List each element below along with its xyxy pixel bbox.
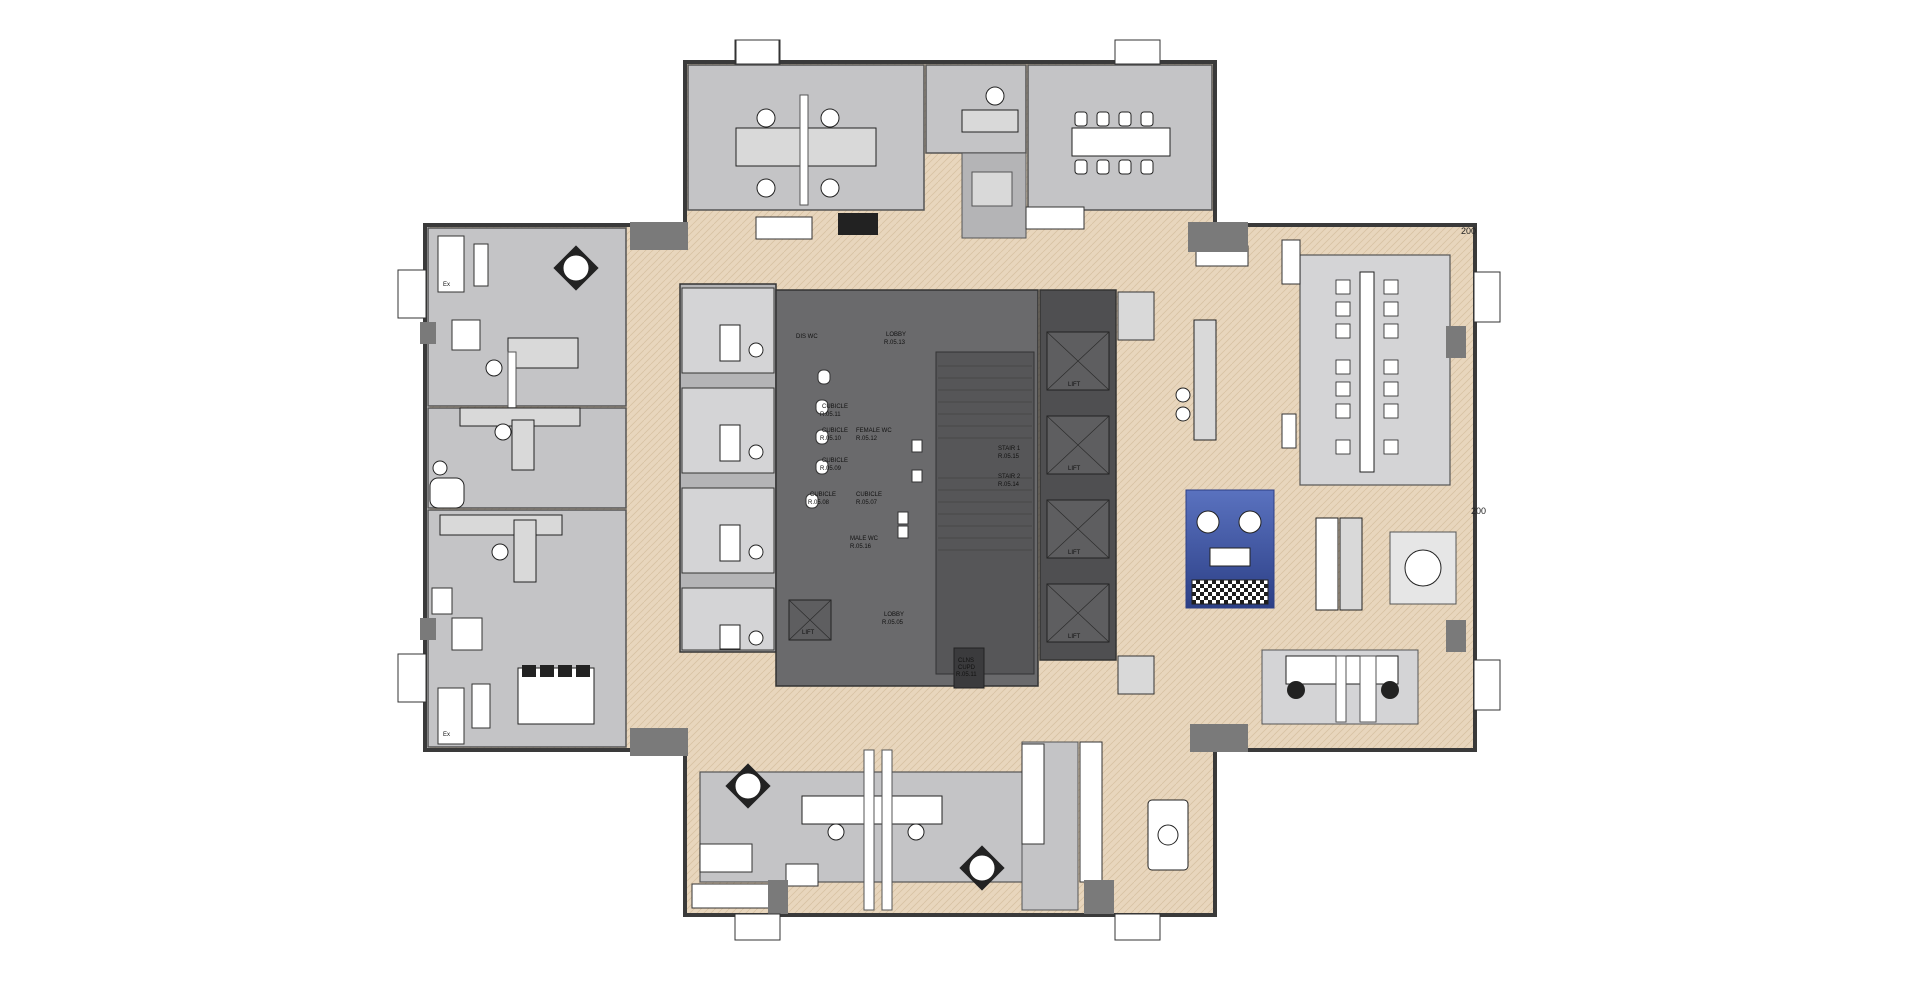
south-doors: [734, 913, 1161, 941]
label-male-wc-ref: R.05.16: [850, 544, 872, 550]
label-cubicle-2: CUBICLE: [822, 428, 848, 434]
label-stair-2: STAIR 2: [998, 474, 1021, 480]
label-cubicle-5-ref: R.05.07: [856, 500, 878, 506]
dim-top: 200: [1461, 226, 1476, 236]
east-booth: [1315, 517, 1457, 611]
north-meeting-room: [1025, 64, 1213, 230]
outer-walls: [423, 60, 1477, 917]
west-office-bottom: [427, 509, 627, 748]
label-lobby-top-ref: R.05.13: [884, 340, 906, 346]
label-lobby-bottom-ref: R.05.05: [882, 620, 904, 626]
label-cubicle-2-ref: R.05.10: [820, 436, 842, 442]
cellular-offices: [681, 287, 775, 651]
south-meeting: [1147, 799, 1189, 871]
label-cubicle-3-ref: R.05.09: [820, 466, 842, 472]
east-doors: [1473, 271, 1501, 711]
east-meeting-room: [1299, 254, 1451, 486]
label-cubicle-1-ref: R.05.11: [820, 412, 841, 418]
label-cubicle-4-ref: R.05.08: [808, 500, 830, 506]
core-block: [679, 283, 1155, 695]
west-doors: [397, 269, 427, 703]
west-office-top: [427, 227, 627, 409]
south-storage: [1021, 741, 1103, 911]
label-clns: CLNS: [958, 658, 974, 664]
label-stair-2-ref: R.05.14: [998, 482, 1020, 488]
round-table-sw: [725, 763, 771, 809]
east-lounge: [1185, 489, 1275, 609]
north-office-left: [687, 64, 925, 240]
label-female-wc-ref: R.05.12: [856, 436, 878, 442]
label-lobby-top: LOBBY: [886, 332, 906, 338]
label-cubicle-5: CUBICLE: [856, 492, 882, 498]
label-cubicle-3: CUBICLE: [822, 458, 848, 464]
label-stair-1: STAIR 1: [998, 446, 1021, 452]
label-stair-1-ref: R.05.15: [998, 454, 1020, 460]
label-cubicle-1: CUBICLE: [822, 404, 848, 410]
west-columns: [420, 222, 688, 756]
west-office-mid: [427, 407, 627, 509]
label-lift-5: LIFT: [802, 630, 815, 636]
label-lobby-bottom: LOBBY: [884, 612, 904, 618]
label-lift-1: LIFT: [1068, 382, 1081, 388]
label-lift-3: LIFT: [1068, 550, 1081, 556]
north-office-middle: [925, 64, 1027, 239]
label-clns-ref: R.05.11: [956, 672, 977, 678]
fire-ext-label-1: Ex: [443, 282, 450, 288]
annotations: 200 200 Ex Ex: [443, 226, 1486, 738]
label-cupd: CUPD: [958, 665, 976, 671]
label-male-wc: MALE WC: [850, 536, 879, 542]
core-labels: DIS WC LOBBY R.05.13 CUBICLE R.05.11 FEM…: [796, 332, 1081, 678]
label-dis-wc: DIS WC: [796, 334, 818, 340]
south-columns: [768, 880, 1114, 914]
label-female-wc: FEMALE WC: [856, 428, 892, 434]
round-table-se: [959, 845, 1005, 891]
east-workstations: [1261, 649, 1419, 725]
label-lift-2: LIFT: [1068, 466, 1081, 472]
north-doors: [734, 39, 1161, 65]
south-office: [691, 749, 1025, 911]
label-lift-4: LIFT: [1068, 634, 1081, 640]
fire-ext-label-2: Ex: [443, 732, 450, 738]
east-columns: [1188, 222, 1466, 752]
dim-right: 200: [1471, 506, 1486, 516]
label-cubicle-4: CUBICLE: [810, 492, 836, 498]
